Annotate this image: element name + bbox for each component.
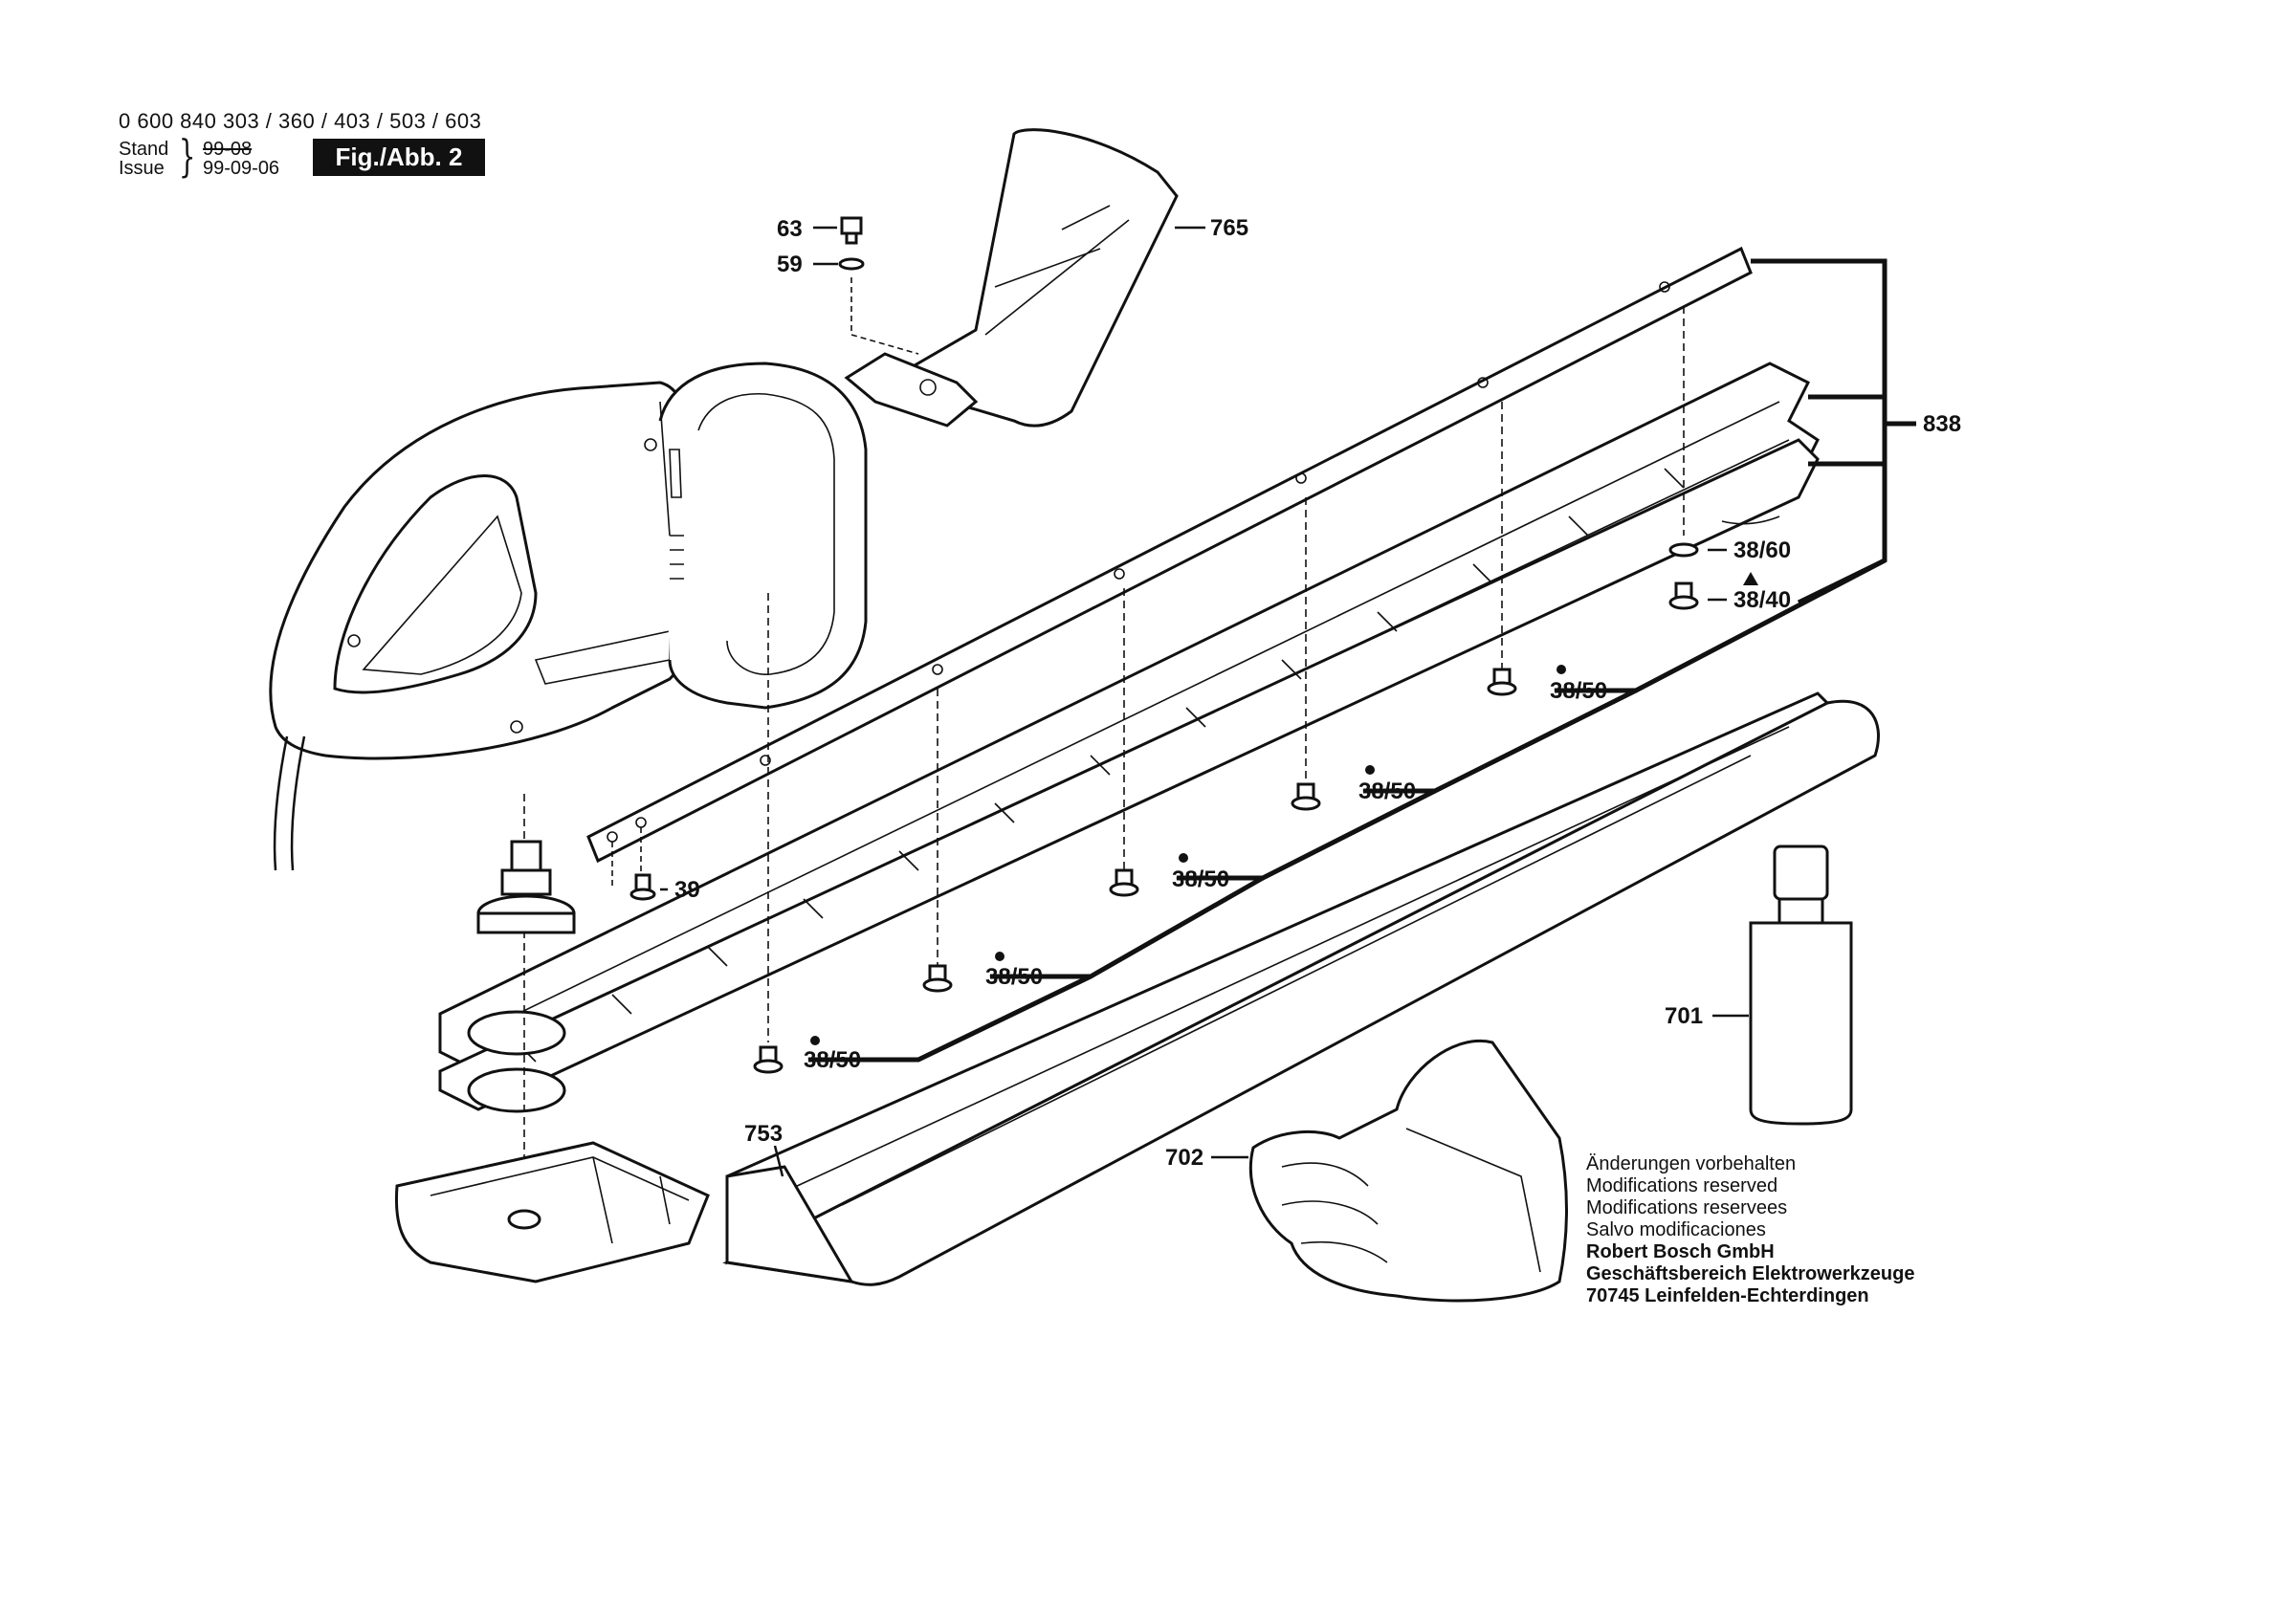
callout-labels: 63 59 765 838 38/60 38/40 38/50 38/50 38… (674, 215, 1961, 1171)
callout-38-50-c: 38/50 (1172, 866, 1229, 892)
trimmer-housing (269, 362, 868, 871)
stand-value: 99-08 (203, 139, 253, 160)
blade-scabbard (722, 691, 1880, 1286)
legal-notes: Änderungen vorbehalten Modifications res… (1586, 1153, 1914, 1307)
cutter-blades (438, 362, 1820, 1113)
issue-label: Issue (119, 158, 165, 179)
note-line-es: Salvo modificaciones (1586, 1219, 1766, 1240)
gear-bushing (476, 840, 576, 934)
company-division: Geschäftsbereich Elektrowerkzeuge (1586, 1263, 1915, 1284)
callout-38-50-a: 38/50 (1550, 678, 1607, 704)
gear-cover (394, 1141, 710, 1283)
bolt-icons (629, 542, 1699, 1074)
callout-38-50-b: 38/50 (1358, 779, 1416, 804)
model-numbers: 0 600 840 303 / 360 / 403 / 503 / 603 (119, 109, 482, 133)
screw-63-icon (838, 216, 919, 355)
blade-guard (844, 128, 1179, 428)
figure-label: Fig./Abb. 2 (313, 139, 485, 176)
callout-38-50-d: 38/50 (985, 964, 1043, 990)
oil-bottle (1749, 844, 1853, 1126)
callout-63: 63 (777, 216, 803, 242)
callout-753: 753 (744, 1121, 783, 1147)
arrow-up-icon (1743, 572, 1758, 585)
brace-icon: } (178, 130, 196, 182)
callout-838: 838 (1923, 411, 1961, 437)
callout-38-60: 38/60 (1733, 537, 1791, 563)
company-name: Robert Bosch GmbH (1586, 1241, 1775, 1262)
callout-38-40: 38/40 (1733, 587, 1791, 613)
company-address: 70745 Leinfelden-Echterdingen (1586, 1285, 1869, 1306)
issue-value: 99-09-06 (203, 158, 280, 179)
callout-701: 701 (1665, 1003, 1703, 1029)
bullet-dots (810, 515, 1780, 1045)
callout-59: 59 (777, 252, 803, 277)
callout-702: 702 (1165, 1145, 1203, 1171)
gloves (1248, 1040, 1568, 1303)
callout-38-50-e: 38/50 (804, 1047, 861, 1073)
callout-765: 765 (1210, 215, 1248, 241)
note-line-en: Modifications reserved (1586, 1175, 1778, 1196)
callout-39: 39 (674, 877, 700, 903)
note-line-de: Änderungen vorbehalten (1586, 1153, 1797, 1174)
rotation-arrow-icon (1721, 515, 1780, 525)
note-line-fr: Modifications reservees (1586, 1197, 1788, 1218)
leader-lines (660, 226, 1916, 1177)
blade-bar (586, 246, 1753, 889)
stand-label: Stand (119, 139, 169, 160)
